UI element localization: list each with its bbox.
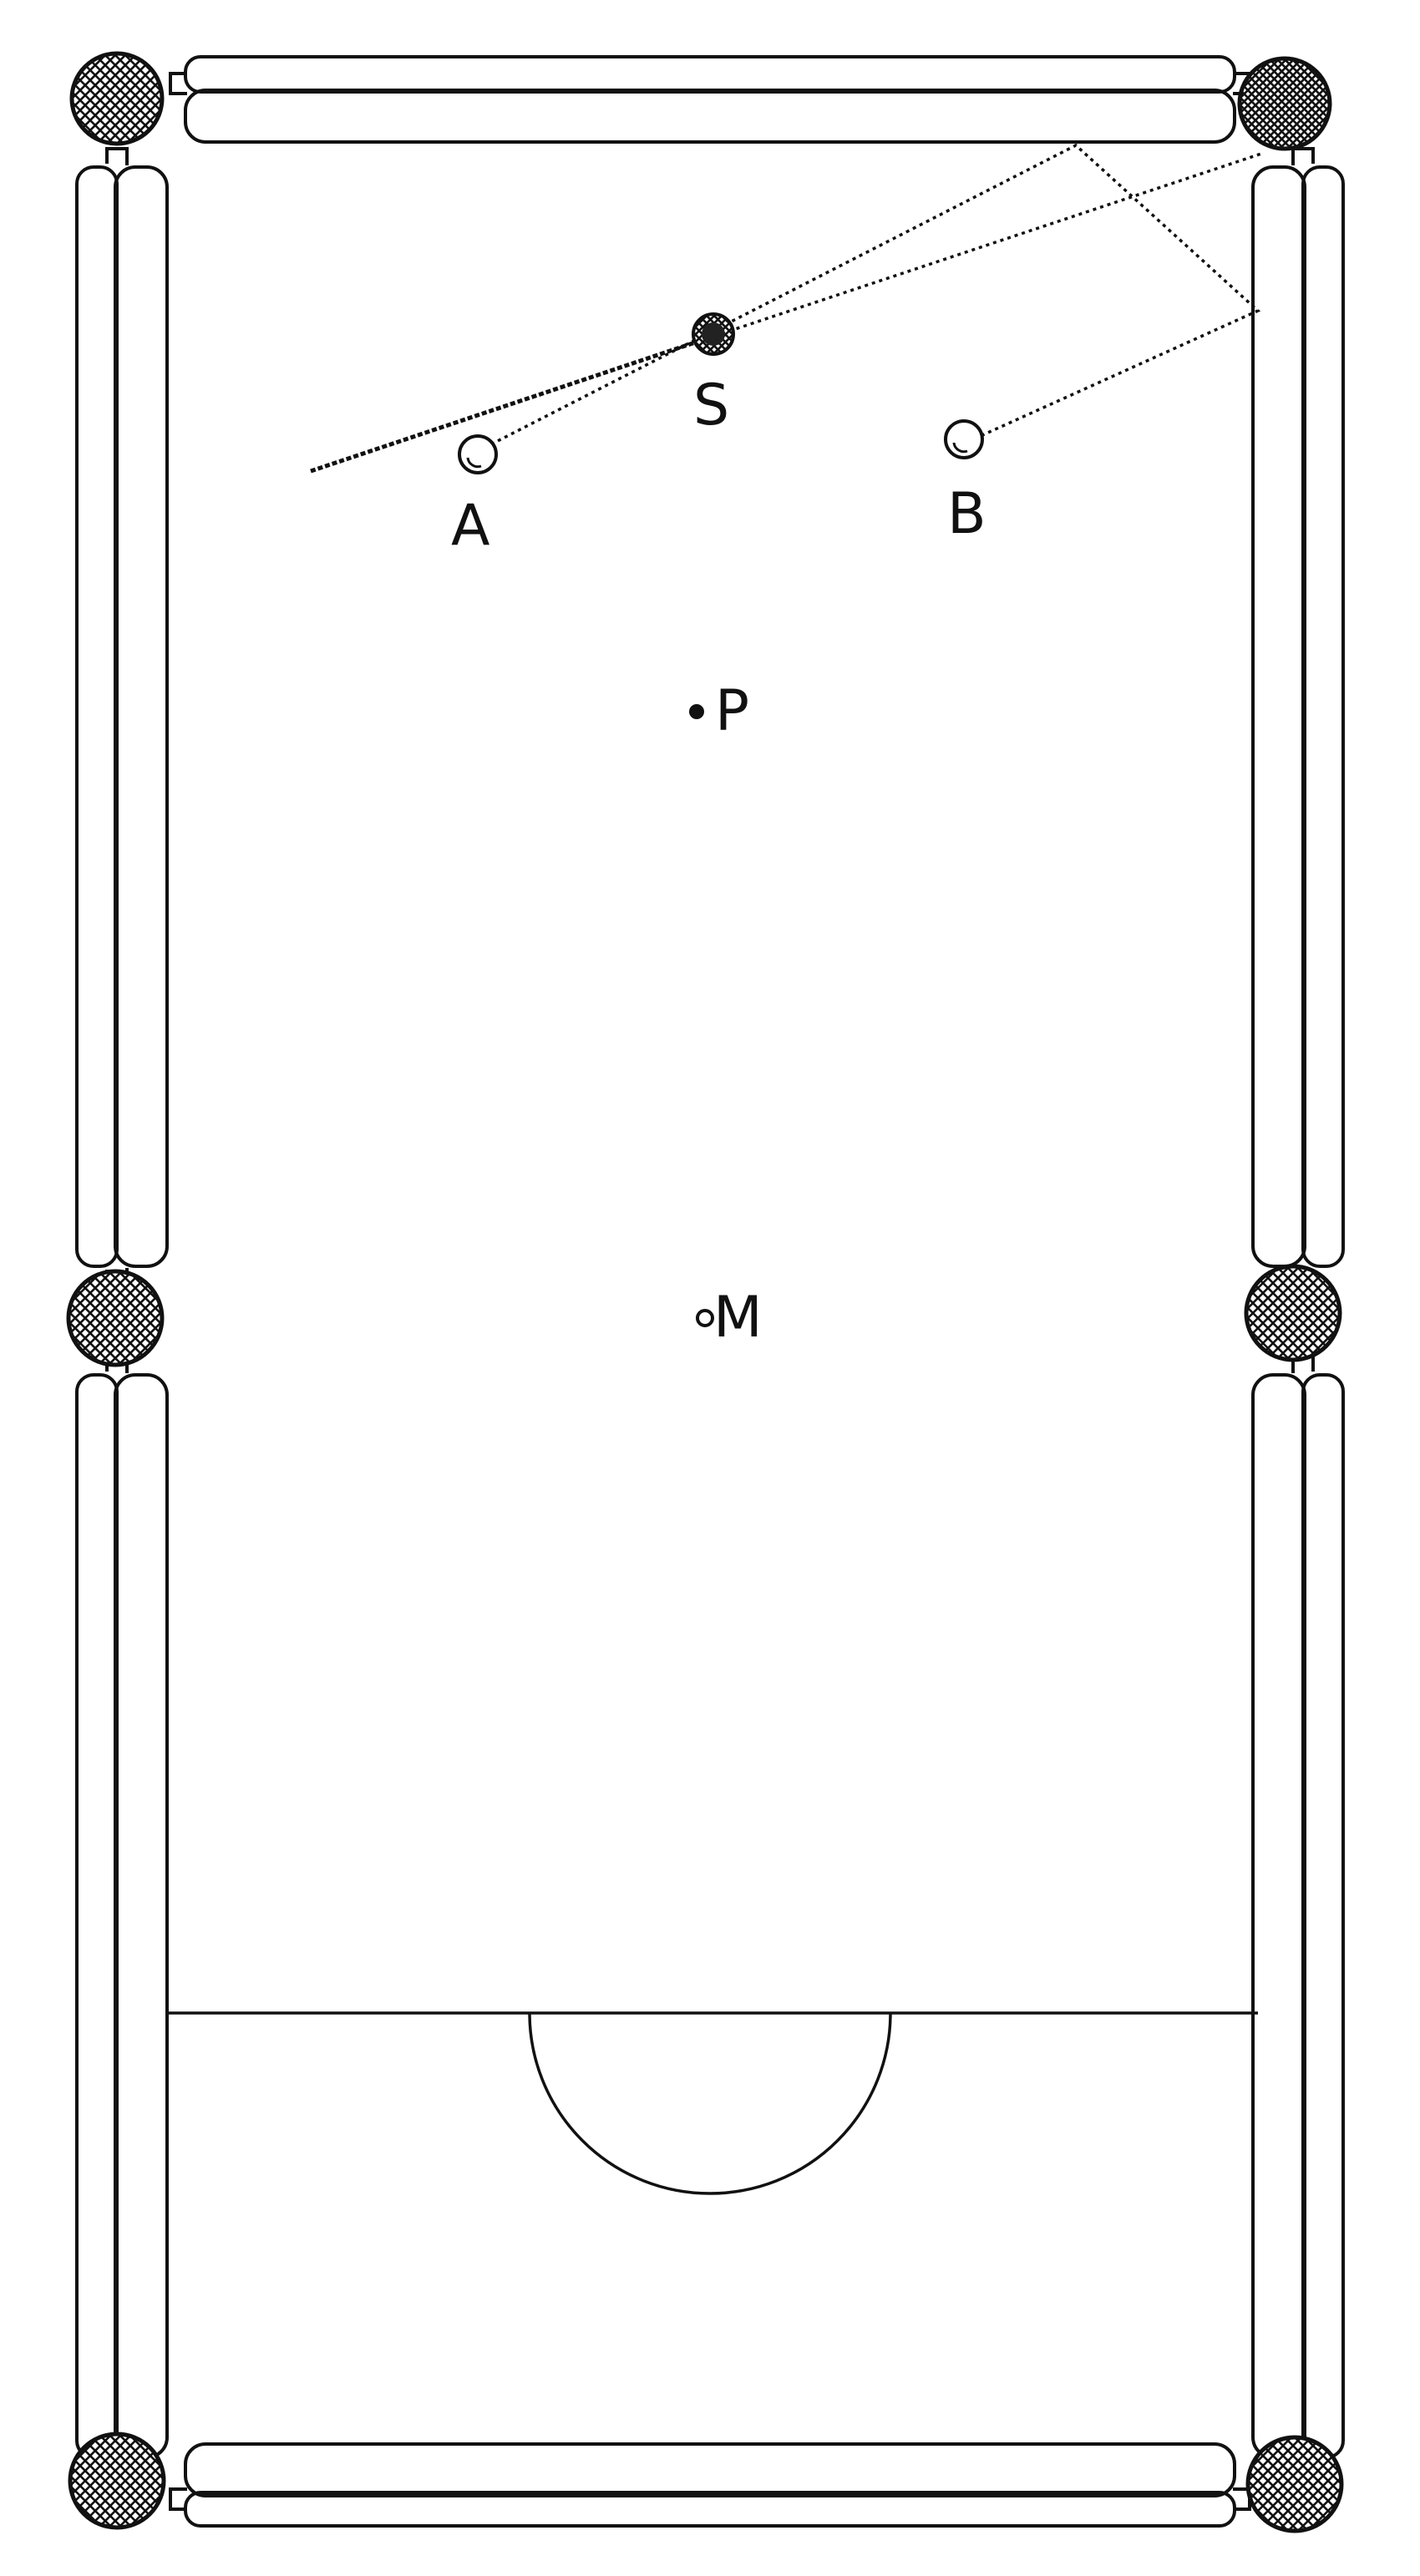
pocket-top-right [1237, 56, 1332, 151]
right-upper-cushion [1251, 147, 1345, 1286]
baulk-d [528, 2012, 892, 2195]
spots [689, 704, 714, 1327]
label-ball-a: A [451, 493, 490, 559]
pocket-bottom-left [68, 2431, 166, 2530]
labels: A B S P M [451, 373, 986, 1351]
top-cushion [169, 55, 1251, 144]
path-long-through-s [310, 333, 716, 474]
spot-m-dot [696, 1309, 714, 1327]
pocket-bottom-right [1245, 2435, 1344, 2533]
pockets [66, 51, 1344, 2533]
ball-b [944, 419, 984, 459]
pocket-middle-left [66, 1269, 165, 1367]
pocket-top-left [69, 51, 165, 146]
label-ball-s: S [693, 373, 729, 439]
label-spot-p: P [715, 678, 749, 744]
path-s-to-pocket [714, 152, 1262, 337]
pocket-middle-right [1244, 1264, 1342, 1362]
balls [458, 312, 984, 474]
label-spot-m: M [713, 1285, 763, 1351]
left-lower-cushion [75, 1355, 169, 2477]
shot-paths [310, 143, 1262, 474]
right-lower-cushion [1251, 1355, 1345, 2477]
spot-p-dot [689, 704, 704, 719]
bottom-cushion [169, 2442, 1251, 2528]
ball-s [692, 312, 735, 356]
path-a-through-s [484, 143, 1261, 449]
ball-a [458, 434, 498, 474]
baulk-area [165, 2011, 1258, 2195]
left-upper-cushion [75, 147, 169, 1286]
label-ball-b: B [947, 481, 986, 547]
